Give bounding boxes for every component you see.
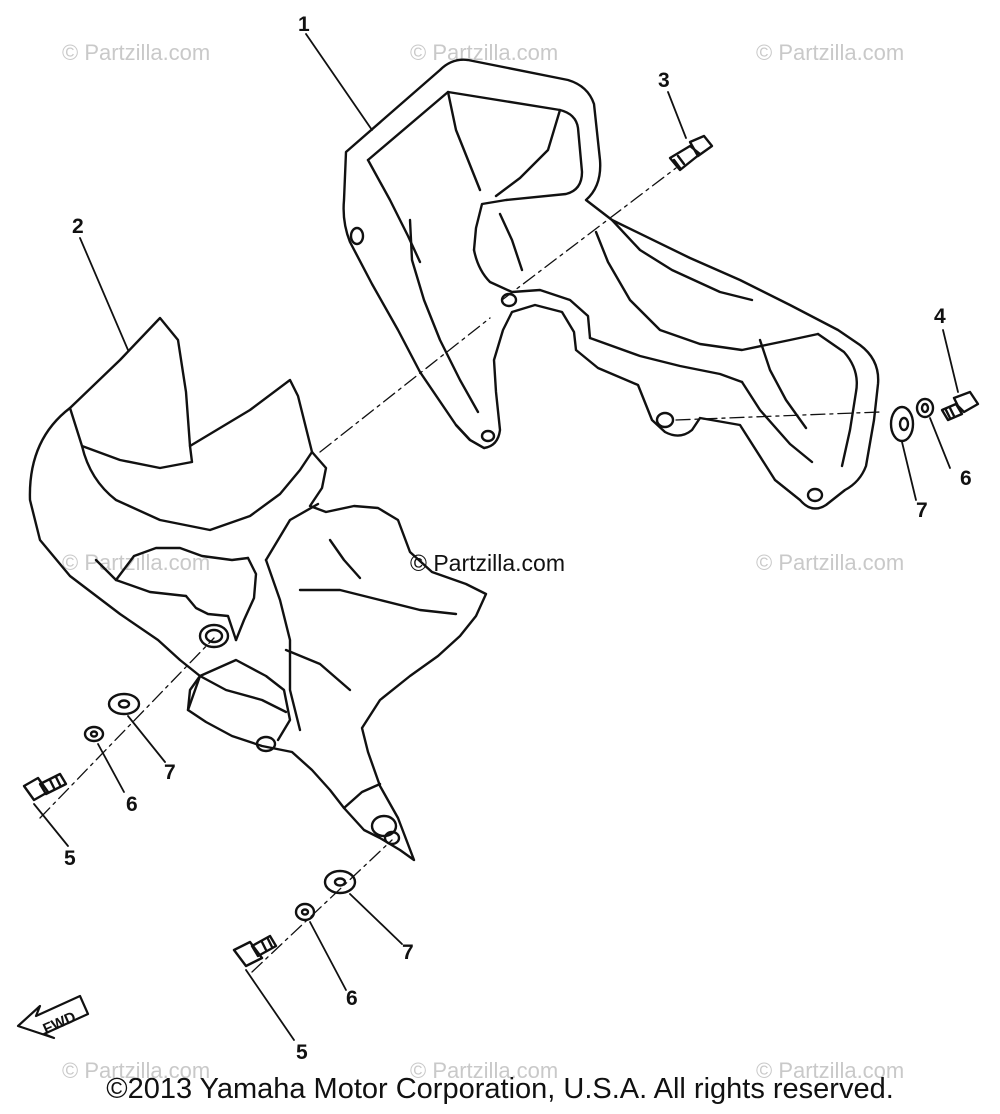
washer-7-left (107, 692, 141, 716)
leader-lines (33, 33, 959, 1041)
callout-5-left: 5 (64, 847, 76, 870)
callout-3: 3 (658, 69, 670, 92)
washer-7-right (889, 405, 915, 443)
washer-6-right (915, 397, 935, 419)
part-4-bolt (940, 390, 980, 422)
part-5-bolt-left (22, 772, 68, 802)
fwd-arrow-icon: FWD (16, 994, 90, 1040)
part-3-bolt (668, 134, 714, 172)
callout-2: 2 (72, 215, 84, 238)
callout-7-left: 7 (164, 761, 176, 784)
part-2-shroud (28, 316, 488, 862)
callout-6-right: 6 (960, 467, 972, 490)
center-watermark: © Partzilla.com (410, 550, 565, 576)
watermark: © Partzilla.com (62, 40, 211, 65)
alignment-lines (39, 167, 881, 973)
washer-6-left (83, 725, 105, 743)
watermark: © Partzilla.com (756, 40, 905, 65)
watermark: © Partzilla.com (756, 1058, 905, 1083)
callout-6-left: 6 (126, 793, 138, 816)
part-1-shroud (342, 58, 880, 510)
washer-7-lower (323, 869, 357, 895)
callout-6-lower: 6 (346, 987, 358, 1010)
washer-6-lower (294, 902, 316, 922)
watermark: © Partzilla.com (62, 1058, 211, 1083)
watermark: © Partzilla.com (410, 1058, 559, 1083)
watermark: © Partzilla.com (756, 550, 905, 575)
callout-1: 1 (298, 13, 310, 36)
callout-4: 4 (934, 305, 946, 328)
callout-7-right: 7 (916, 499, 928, 522)
watermark: © Partzilla.com (410, 40, 559, 65)
callout-7-lower: 7 (402, 941, 414, 964)
copyright-notice: ©2013 Yamaha Motor Corporation, U.S.A. A… (106, 1073, 894, 1105)
callout-5-lower: 5 (296, 1041, 308, 1064)
fwd-label: FWD (40, 1008, 78, 1037)
part-5-bolt-lower (232, 934, 278, 968)
